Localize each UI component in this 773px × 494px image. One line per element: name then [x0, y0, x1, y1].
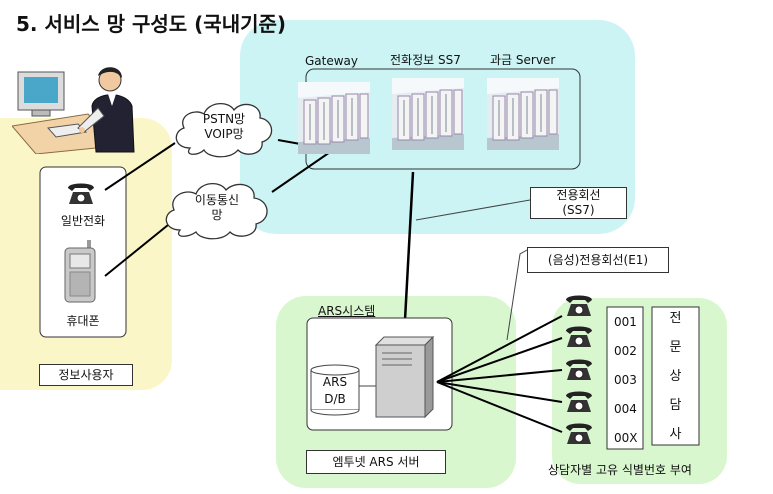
pstn-cloud: PSTN망 VOIP망	[168, 98, 280, 160]
mobile-label: 휴대폰	[66, 314, 100, 328]
ars-system-label: ARS시스템	[318, 304, 376, 318]
vertical-char: 담	[669, 398, 682, 413]
ars-db-line-1: ARS	[322, 375, 348, 389]
fanout-line-5	[436, 381, 563, 433]
ss7-server-label: 전화정보 SS7	[390, 53, 461, 67]
phone-to-pstn-line	[104, 142, 176, 191]
telephone-icon	[66, 180, 96, 206]
info-user-caption: 정보사용자	[39, 364, 133, 386]
fanout-line-4	[436, 381, 563, 403]
ars-db-line-2: D/B	[324, 392, 346, 406]
vertical-char: 문	[669, 340, 682, 355]
mobile-network-label-1: 이동통신	[194, 193, 240, 207]
ss7-text: (SS7)	[562, 203, 595, 217]
counselor-phone-icon	[562, 323, 596, 349]
page-title: 5. 서비스 망 구성도 (국내기준)	[16, 12, 287, 36]
ars-server-tower	[374, 335, 435, 419]
counselor-id: 004	[614, 402, 637, 416]
vertical-char: 전	[669, 311, 682, 326]
fanout-line-1	[436, 315, 563, 383]
counselor-id: 003	[614, 373, 637, 387]
server-rack-icon	[298, 82, 370, 154]
counselor-id: 002	[614, 344, 637, 358]
server-rack-icon	[392, 78, 464, 150]
mobile-phone-icon	[63, 240, 97, 304]
cloud-icon	[165, 183, 268, 240]
ss7-callout-line	[415, 199, 531, 221]
gateway-server-image	[298, 82, 370, 154]
mobile-network-cloud: 이동통신 망	[158, 178, 276, 242]
fanout-line-2	[436, 337, 563, 383]
vertical-char: 상	[669, 369, 682, 384]
computer-user-icon	[11, 67, 135, 155]
ars-db-cylinder	[310, 364, 360, 416]
dedicated-line-ss7-label: 전용회선 (SS7)	[530, 187, 627, 219]
pstn-label: PSTN망	[202, 112, 246, 126]
vertical-char: 사	[669, 427, 682, 442]
billing-server-label: 과금 Server	[490, 53, 556, 67]
voip-label: VOIP망	[204, 127, 244, 141]
cloud-icon	[175, 103, 273, 158]
gateway-label: Gateway	[305, 54, 359, 68]
counselor-id: 00X	[614, 431, 638, 445]
billing-server-image	[486, 78, 560, 150]
counselor-label-box	[651, 306, 700, 446]
e1-callout-line	[506, 249, 528, 341]
server-to-ars-line	[403, 171, 415, 321]
mobile-network-label-2: 망	[211, 208, 223, 222]
counselor-phone-icon	[562, 292, 596, 318]
mobilenet-to-gateway-line	[271, 149, 334, 193]
server-rack-icon	[487, 78, 559, 150]
counselor-phone-icon	[562, 356, 596, 382]
expert-counselor-label: 전 문 상 담 사	[652, 304, 699, 449]
mobile-to-mobilenet-line	[104, 224, 169, 277]
counselor-id-box	[606, 306, 644, 450]
fanout-line-3	[436, 369, 563, 383]
ars-server-caption: 엠투넷 ARS 서버	[306, 450, 446, 474]
landline-label: 일반전화	[60, 214, 106, 228]
counselor-id: 001	[614, 315, 637, 329]
ss7-server-image	[392, 78, 464, 150]
counselor-phone-icon	[562, 388, 596, 414]
counselor-phone-icon	[562, 420, 596, 446]
ars-db-label: ARS D/B	[311, 374, 359, 408]
dedicated-line-text: 전용회선	[556, 188, 601, 202]
voice-line-e1-label: (음성)전용회선(E1)	[527, 247, 669, 273]
computer-user-illustration	[11, 62, 146, 155]
counselor-id-caption: 상담자별 고유 식별번호 부여	[548, 463, 692, 477]
